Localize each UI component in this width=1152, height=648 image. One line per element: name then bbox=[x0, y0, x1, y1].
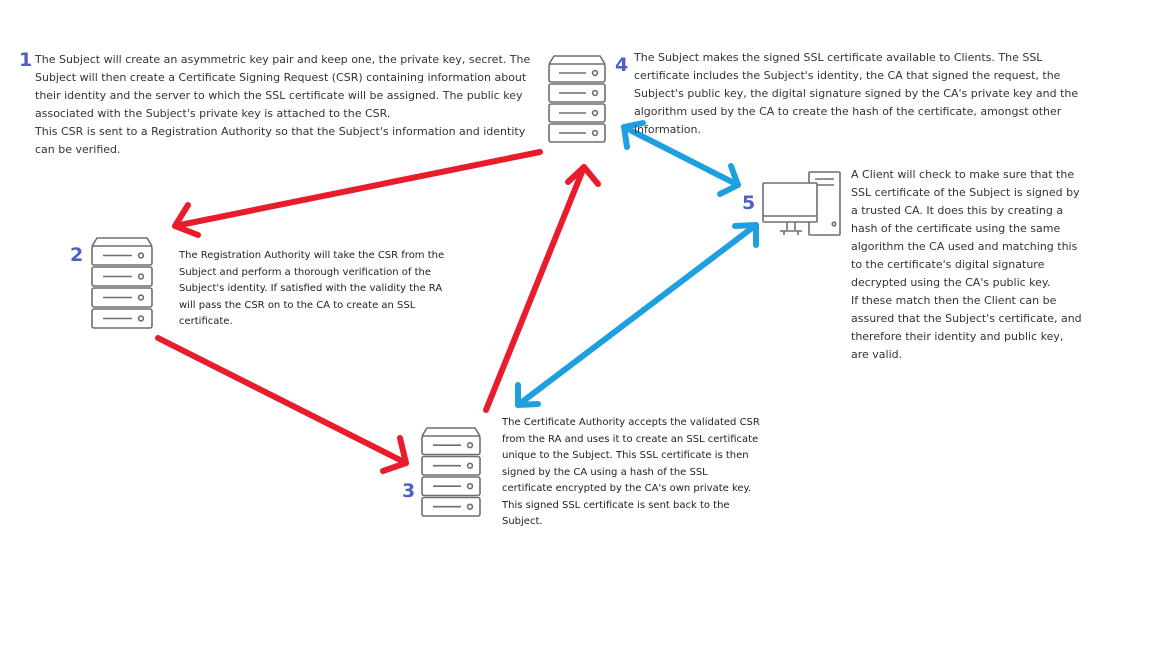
server-icon bbox=[91, 237, 153, 329]
server-icon bbox=[421, 427, 481, 517]
step-5-paragraph: If these match then the Client can be as… bbox=[851, 294, 1082, 361]
step-2-text: The Registration Authority will take the… bbox=[179, 248, 451, 331]
step-3-paragraph: This signed SSL certificate is sent back… bbox=[502, 499, 730, 528]
computer-icon bbox=[762, 171, 841, 236]
step-4-paragraph: The Subject makes the signed SSL certifi… bbox=[634, 51, 1079, 136]
step-1-paragraph: This CSR is sent to a Registration Autho… bbox=[35, 125, 526, 156]
step-2-paragraph: The Registration Authority will take the… bbox=[179, 250, 445, 327]
arrow-ra-to-ca bbox=[155, 335, 409, 474]
arrow-subject-client bbox=[621, 120, 741, 197]
server-icon bbox=[548, 55, 606, 143]
step-4-text: The Subject makes the signed SSL certifi… bbox=[634, 49, 1096, 139]
step-3-paragraph: The Certificate Authority accepts the va… bbox=[502, 417, 760, 494]
step-1-paragraph: The Subject will create an asymmetric ke… bbox=[35, 53, 531, 120]
arrow-ca-to-subject bbox=[483, 164, 601, 413]
step-number-3: 3 bbox=[402, 480, 416, 502]
step-1-text: The Subject will create an asymmetric ke… bbox=[35, 51, 535, 159]
step-3-text: The Certificate Authority accepts the va… bbox=[502, 415, 760, 531]
step-number-2: 2 bbox=[70, 244, 84, 266]
step-number-5: 5 bbox=[742, 192, 756, 214]
arrow-subject-to-ra bbox=[172, 149, 543, 238]
step-number-4: 4 bbox=[615, 54, 629, 76]
step-5-text: A Client will check to make sure that th… bbox=[851, 166, 1083, 364]
step-5-paragraph: A Client will check to make sure that th… bbox=[851, 168, 1080, 289]
step-number-1: 1 bbox=[19, 49, 33, 71]
arrow-ca-client bbox=[515, 222, 759, 408]
